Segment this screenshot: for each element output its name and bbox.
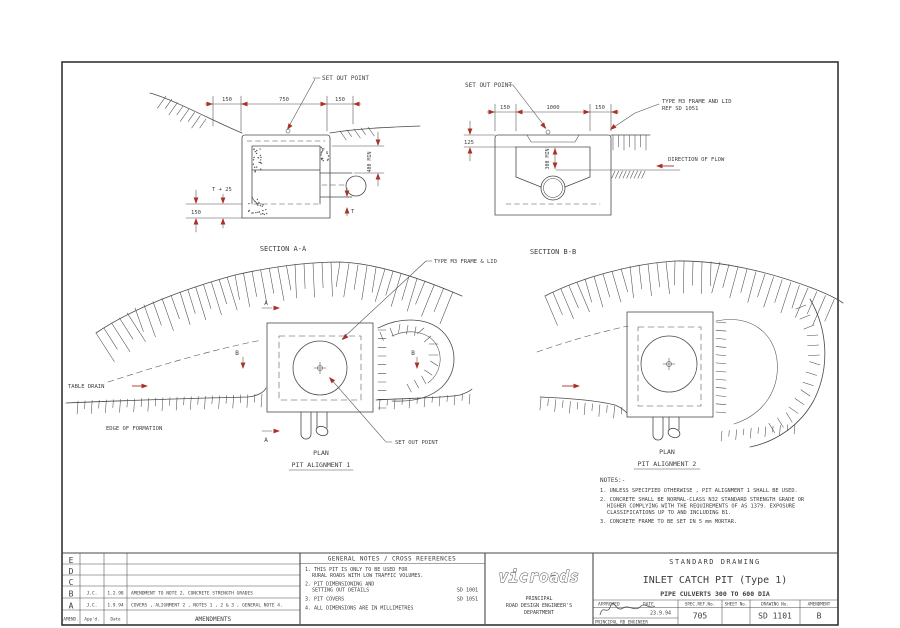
seca-title: SECTION A-A xyxy=(260,245,307,253)
gn-item: 4. ALL DIMENSIONS ARE IN MILLIMETRES xyxy=(305,606,413,612)
amend-row-letter: A xyxy=(69,602,74,611)
approved-label: APPROVED xyxy=(598,602,620,608)
secb-frame-label-1: TYPE M3 FRAME AND LID xyxy=(662,99,732,105)
amend-footer-appd: App'd. xyxy=(84,617,99,622)
gn-item: 2. PIT DIMENSIONING AND xyxy=(305,582,374,588)
amendments-table: E D C B A J.C. 1.2.98 AMENDMENT TO NOTE … xyxy=(63,556,282,623)
secb-direction-of-flow-label: DIRECTION OF FLOW xyxy=(668,157,725,163)
plan-pit-alignment-1: TYPE M3 FRAME & LID TABLE DRAIN EDGE OF … xyxy=(65,259,497,471)
seca-set-out-point-label: SET OUT POINT xyxy=(322,75,369,82)
org-dept-line: DEPARTMENT xyxy=(524,610,554,616)
amend-row-desc: AMENDMENT TO NOTE 2, CONCRETE STRENGTH G… xyxy=(131,591,253,597)
plan-pit-alignment-2: PLAN PIT ALIGNMENT 2 xyxy=(536,260,844,470)
drawing-no-value: SD 1101 xyxy=(758,612,792,621)
plan1-set-out-point-label: SET OUT POINT xyxy=(395,440,439,446)
title-kind: STANDARD DRAWING xyxy=(669,558,760,566)
amend-row-letter: B xyxy=(69,590,74,599)
amend-row-date: 1.9.94 xyxy=(107,603,124,609)
general-notes-heading: GENERAL NOTES / CROSS REFERENCES xyxy=(328,556,456,563)
gn-item: SETTING OUT DETAILS xyxy=(312,588,369,594)
seca-dim-t25: T + 25 xyxy=(212,187,232,193)
plan2-subtitle: PIT ALIGNMENT 2 xyxy=(638,460,697,468)
org-dept-line: PRINCIPAL xyxy=(525,596,552,602)
amend-row-letter: E xyxy=(69,556,74,565)
amend-footer-amend: AMEND. xyxy=(63,617,78,622)
amend-row-date: 1.2.98 xyxy=(107,591,124,597)
org-box: vicroads PRINCIPAL ROAD DESIGN ENGINEER'… xyxy=(498,567,579,616)
drawing-no-label: DRAWING No. xyxy=(761,602,789,607)
general-notes: GENERAL NOTES / CROSS REFERENCES 1. THIS… xyxy=(299,556,486,612)
drawing-title: INLET CATCH PIT (Type 1) xyxy=(643,575,788,586)
secb-title: SECTION B-B xyxy=(530,248,576,256)
plan1-title: PLAN xyxy=(313,449,329,457)
sheet-no-label: SHEET No. xyxy=(725,602,748,607)
org-dept-line: ROAD DESIGN ENGINEER'S xyxy=(506,603,572,609)
secb-dim-150-left: 150 xyxy=(500,105,510,111)
spec-ref-label: SPEC.REF.No. xyxy=(685,602,715,607)
approval-signature xyxy=(599,602,656,616)
gn-item: 1. THIS PIT IS ONLY TO BE USED FOR xyxy=(305,567,408,573)
secb-dim-150-right: 150 xyxy=(595,105,605,111)
gn-item: 3. PIT COVERS xyxy=(305,597,344,603)
plan1-marker-a-top: A xyxy=(264,300,268,307)
amend-footer-date: Date xyxy=(110,617,121,622)
plan2-title: PLAN xyxy=(659,448,675,456)
gn-item: RURAL ROADS WITH LOW TRAFFIC VOLUMES. xyxy=(312,573,423,579)
amend-row-letter: C xyxy=(69,578,74,587)
vicroads-logo: vicroads xyxy=(498,567,579,586)
amend-footer-label: AMENDMENTS xyxy=(195,616,232,623)
amend-row-appd: J.C. xyxy=(87,603,98,609)
section-a-a: SET OUT POINT 150 750 150 400 MIN T + 25… xyxy=(149,75,421,253)
amend-row-desc: COVERS , ALIGNMENT 2 , NOTES 1 , 2 & 3 ,… xyxy=(131,603,283,609)
secb-dim-125: 125 xyxy=(464,140,474,146)
spec-ref-value: 705 xyxy=(693,612,708,621)
date-label: DATE xyxy=(643,602,654,608)
plan1-edge-of-formation-label: EDGE OF FORMATION xyxy=(106,426,162,432)
seca-dim-150-right: 150 xyxy=(335,97,345,103)
plan1-frame-label: TYPE M3 FRAME & LID xyxy=(434,259,497,265)
secb-frame-label-2: REF SD 1051 xyxy=(662,106,698,112)
amend-row-letter: D xyxy=(69,567,74,576)
seca-dim-base-150: 150 xyxy=(191,210,201,216)
drawing-subtitle: PIPE CULVERTS 300 TO 600 DIA xyxy=(660,590,770,598)
amendment-label: AMENDMENT xyxy=(808,602,831,607)
notes-line: HIGHER COMPLYING WITH THE REQUIREMENTS O… xyxy=(607,504,795,510)
notes-line: CLASSIFICATIONS UP TO AND INCLUDING B1. xyxy=(607,510,731,516)
plan1-marker-a-bottom: A xyxy=(264,437,268,444)
plan1-marker-b-right: B xyxy=(411,350,415,357)
secb-dim-1000: 1000 xyxy=(546,105,559,111)
notes-line: 3. CONCRETE FRAME TO BE SET IN 5 mm MORT… xyxy=(600,519,737,525)
signer-title: PRINCIPAL RD ENGINEER xyxy=(595,620,648,625)
title-box: STANDARD DRAWING INLET CATCH PIT (Type 1… xyxy=(592,558,839,626)
seca-dim-t: T xyxy=(351,209,355,215)
seca-dim-750: 750 xyxy=(279,97,289,103)
notes-line: 2. CONCRETE SHALL BE NORMAL-CLASS N32 ST… xyxy=(600,497,805,503)
plan1-table-drain-label: TABLE DRAIN xyxy=(68,384,104,390)
seca-dim-400min: 400 MIN xyxy=(367,151,373,172)
amend-row-appd: J.C. xyxy=(87,591,98,597)
gn-ref-sd1001: SD 1001 xyxy=(457,588,478,594)
amendment-value: B xyxy=(817,612,822,621)
gn-ref-sd1051: SD 1051 xyxy=(457,597,478,603)
notes: NOTES:- 1. UNLESS SPECIFIED OTHERWISE , … xyxy=(600,477,805,525)
title-block: E D C B A J.C. 1.2.98 AMENDMENT TO NOTE … xyxy=(61,552,839,626)
set-out-point-marker xyxy=(313,361,327,375)
notes-heading: NOTES:- xyxy=(600,477,625,484)
date-value: 23.9.94 xyxy=(650,611,671,617)
notes-line: 1. UNLESS SPECIFIED OTHERWISE , PIT ALIG… xyxy=(600,488,798,494)
plan1-marker-b-left: B xyxy=(235,350,239,357)
sheet-border xyxy=(61,61,839,626)
section-b-b: SET OUT POINT 150 1000 150 125 300 MIN T… xyxy=(463,82,732,256)
set-out-point-marker xyxy=(662,357,676,371)
secb-dim-300min: 300 MIN xyxy=(545,148,551,169)
secb-set-out-point-label: SET OUT POINT xyxy=(465,82,512,89)
seca-dim-150-left: 150 xyxy=(222,97,232,103)
hatching-decoration xyxy=(76,95,835,442)
plan1-subtitle: PIT ALIGNMENT 1 xyxy=(292,461,351,469)
